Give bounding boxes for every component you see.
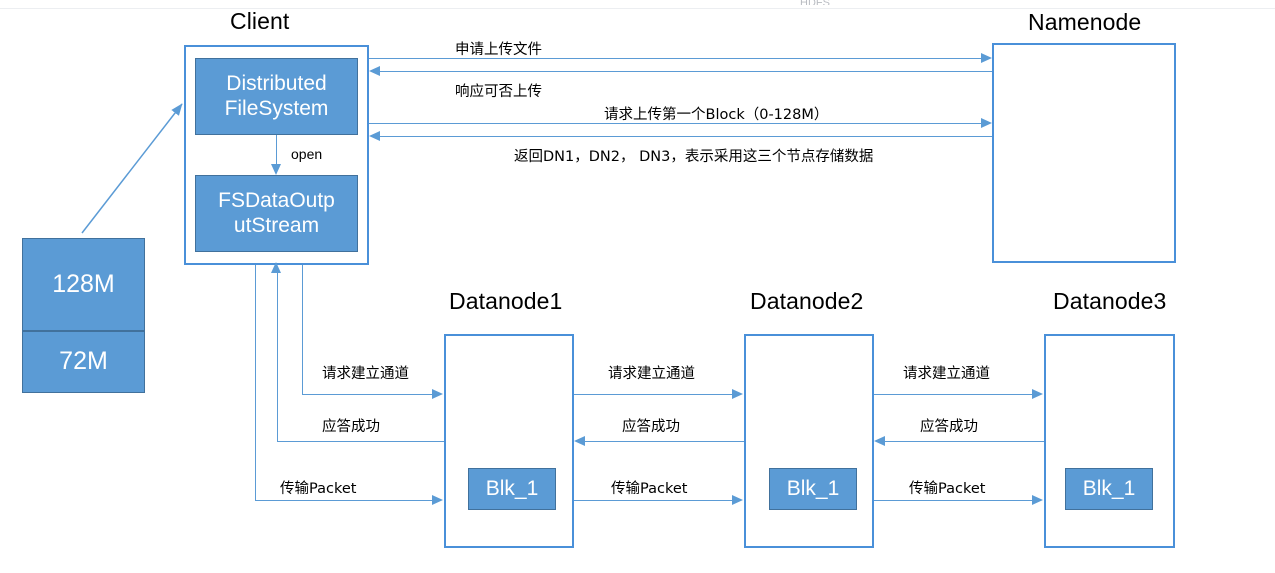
datanode3-block-label: Blk_1 bbox=[1082, 476, 1136, 500]
dn2-dn3-establish-line bbox=[874, 394, 1033, 395]
open-connector-line bbox=[276, 135, 277, 166]
msg-return-datanodes-line bbox=[380, 136, 992, 137]
dn1-dn2-ack-line bbox=[585, 441, 744, 442]
dn2-dn3-ack-line bbox=[885, 441, 1044, 442]
clipped-top-title: HDFS bbox=[800, 0, 830, 5]
file-block-128m: 128M bbox=[22, 238, 145, 331]
client-dn1-ack-label: 应答成功 bbox=[322, 419, 380, 435]
open-arrowhead bbox=[271, 164, 281, 175]
msg-request-upload-file-arrowhead bbox=[981, 52, 992, 63]
dn2-dn3-ack-arrowhead bbox=[874, 435, 885, 446]
client-title: Client bbox=[230, 8, 290, 34]
dn1-dn2-packet-arrowhead bbox=[732, 494, 743, 505]
client-dn1-ack-trunk bbox=[277, 272, 278, 442]
msg-return-datanodes-arrowhead bbox=[369, 130, 380, 141]
client-dn1-packet-arrowhead bbox=[432, 494, 443, 505]
dn1-dn2-packet-line bbox=[574, 500, 733, 501]
msg-request-first-block-arrowhead bbox=[981, 117, 992, 128]
top-divider bbox=[0, 8, 1275, 9]
fsdataoutputstream-box: FSDataOutp utStream bbox=[195, 175, 358, 252]
datanode1-block-label: Blk_1 bbox=[485, 476, 539, 500]
dn2-dn3-packet-label: 传输Packet bbox=[909, 481, 986, 497]
datanode2-box bbox=[744, 334, 874, 548]
datanode2-block: Blk_1 bbox=[769, 468, 857, 510]
client-dn1-establish-trunk bbox=[302, 265, 303, 395]
dn1-dn2-establish-line bbox=[574, 394, 733, 395]
client-dn1-packet-trunk bbox=[255, 265, 256, 501]
distributed-filesystem-label-line2: FileSystem bbox=[224, 96, 329, 120]
dn2-dn3-establish-label: 请求建立通道 bbox=[903, 366, 990, 382]
msg-request-first-block-label: 请求上传第一个Block（0-128M） bbox=[604, 107, 829, 123]
file-block-128m-label: 128M bbox=[52, 269, 115, 298]
dn2-dn3-packet-line bbox=[874, 500, 1033, 501]
client-dn1-ack-arrowhead bbox=[271, 262, 281, 273]
fsdataoutputstream-label-line2: utStream bbox=[233, 213, 320, 237]
namenode-box bbox=[992, 43, 1176, 263]
datanode2-title: Datanode2 bbox=[750, 288, 864, 314]
distributed-filesystem-label-line1: Distributed bbox=[226, 71, 327, 95]
msg-request-upload-file-line bbox=[369, 58, 983, 59]
client-dn1-packet-line bbox=[255, 500, 433, 501]
client-dn1-establish-arrowhead bbox=[432, 388, 443, 399]
dn1-dn2-establish-label: 请求建立通道 bbox=[608, 366, 695, 382]
distributed-filesystem-box: Distributed FileSystem bbox=[195, 58, 358, 135]
datanode3-block: Blk_1 bbox=[1065, 468, 1153, 510]
namenode-title: Namenode bbox=[1028, 9, 1142, 35]
datanode1-title: Datanode1 bbox=[449, 288, 563, 314]
client-dn1-ack-line bbox=[277, 441, 444, 442]
client-dn1-packet-label: 传输Packet bbox=[280, 481, 357, 497]
datanode1-box bbox=[444, 334, 574, 548]
msg-request-first-block-line bbox=[369, 123, 983, 124]
msg-respond-can-upload-line bbox=[380, 71, 992, 72]
msg-respond-can-upload-label: 响应可否上传 bbox=[455, 84, 542, 100]
dn2-dn3-ack-label: 应答成功 bbox=[920, 419, 978, 435]
dn2-dn3-establish-arrowhead bbox=[1032, 388, 1043, 399]
client-dn1-establish-line bbox=[302, 394, 433, 395]
datanode1-block: Blk_1 bbox=[468, 468, 556, 510]
msg-return-datanodes-label: 返回DN1，DN2， DN3，表示采用这三个节点存储数据 bbox=[514, 149, 874, 165]
msg-respond-can-upload-arrowhead bbox=[369, 65, 380, 76]
msg-request-upload-file-label: 申请上传文件 bbox=[455, 42, 542, 58]
datanode3-title: Datanode3 bbox=[1053, 288, 1167, 314]
open-label: open bbox=[291, 146, 323, 162]
datanode3-box bbox=[1044, 334, 1175, 548]
file-block-72m: 72M bbox=[22, 331, 145, 393]
dn2-dn3-packet-arrowhead bbox=[1032, 494, 1043, 505]
dn1-dn2-ack-label: 应答成功 bbox=[622, 419, 680, 435]
dn1-dn2-packet-label: 传输Packet bbox=[611, 481, 688, 497]
file-block-72m-label: 72M bbox=[59, 347, 108, 376]
file-to-client-arrow bbox=[81, 103, 183, 234]
fsdataoutputstream-label-line1: FSDataOutp bbox=[218, 188, 335, 212]
dn1-dn2-establish-arrowhead bbox=[732, 388, 743, 399]
client-dn1-establish-label: 请求建立通道 bbox=[322, 366, 409, 382]
datanode2-block-label: Blk_1 bbox=[786, 476, 840, 500]
dn1-dn2-ack-arrowhead bbox=[574, 435, 585, 446]
